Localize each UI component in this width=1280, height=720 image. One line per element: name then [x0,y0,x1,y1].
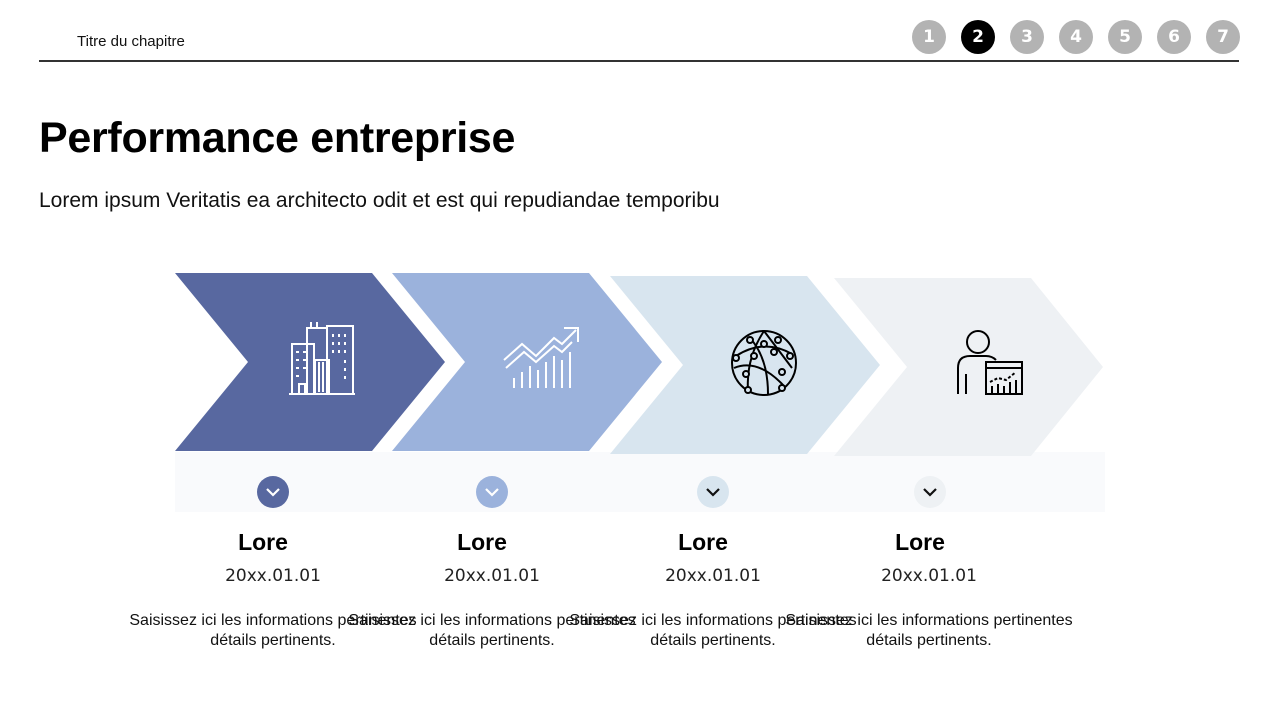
growth-chart-icon [502,326,582,395]
step-4-label: Lore [895,529,945,555]
step-1-label: Lore [238,529,288,555]
expand-step-2-button[interactable] [476,476,508,508]
step-2-date: 20xx.01.01 [444,566,540,586]
page-navigation: 1 2 3 4 5 6 7 [912,20,1240,54]
arrow-step-4 [834,278,1103,456]
step-3-date: 20xx.01.01 [665,566,761,586]
arrow-step-1 [175,273,445,451]
header-divider [39,60,1239,62]
chapter-title: Titre du chapitre [77,33,185,50]
step-3-label: Lore [678,529,728,555]
page-7-button[interactable]: 7 [1206,20,1240,54]
expand-step-4-button[interactable] [914,476,946,508]
arrow-reflection [175,452,1105,512]
expand-step-1-button[interactable] [257,476,289,508]
step-1-date: 20xx.01.01 [225,566,321,586]
arrow-step-2 [392,273,662,451]
expand-step-3-button[interactable] [697,476,729,508]
step-2-description: Saisissez ici les informations pertinent… [348,612,636,649]
step-3-description: Saisissez ici les informations pertinent… [569,612,857,649]
page-title: Performance entreprise [39,114,516,162]
chevron-down-icon [485,487,499,497]
step-2-label: Lore [457,529,507,555]
page-5-button[interactable]: 5 [1108,20,1142,54]
page-6-button[interactable]: 6 [1157,20,1191,54]
step-1-description: Saisissez ici les informations pertinent… [129,612,417,649]
chevron-down-icon [266,487,280,497]
page-4-button[interactable]: 4 [1059,20,1093,54]
chevron-down-icon [923,487,937,497]
page-subtitle: Lorem ipsum Veritatis ea architecto odit… [39,189,720,212]
person-presentation-icon [956,328,1026,401]
page-1-button[interactable]: 1 [912,20,946,54]
step-4-description: Saisissez ici les informations pertinent… [785,612,1073,649]
globe-network-icon [728,328,800,403]
step-4-date: 20xx.01.01 [881,566,977,586]
chevron-down-icon [706,487,720,497]
buildings-icon [287,320,357,401]
page-2-button[interactable]: 2 [961,20,995,54]
page-3-button[interactable]: 3 [1010,20,1044,54]
